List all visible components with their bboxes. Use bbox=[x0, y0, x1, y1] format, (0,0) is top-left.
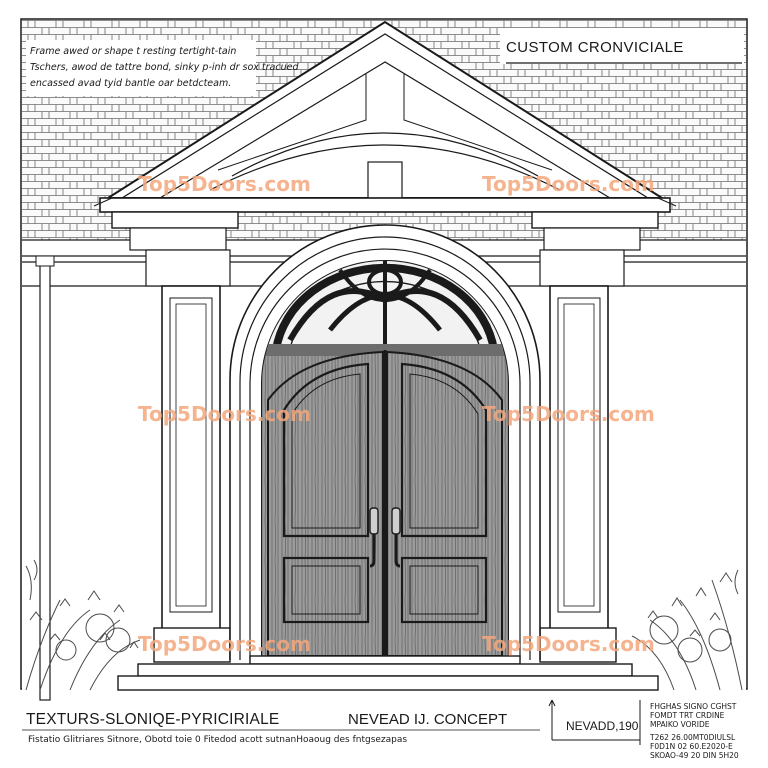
left-upper-panel bbox=[282, 362, 370, 538]
door-handles bbox=[369, 507, 401, 568]
watermark: Top5Doors.com bbox=[138, 402, 311, 426]
watermark: Top5Doors.com bbox=[482, 632, 655, 656]
watermark: Top5Doors.com bbox=[482, 402, 655, 426]
notes-panel bbox=[26, 40, 256, 96]
header-panel bbox=[500, 28, 744, 64]
spec-line: FHGHAS SIGNO CGHST bbox=[650, 702, 737, 711]
note-line-3: encassed avad tyid bantle oar betdcteam. bbox=[30, 78, 232, 89]
threshold-steps bbox=[117, 655, 659, 691]
left-shrubs bbox=[25, 559, 141, 691]
right-column bbox=[531, 211, 659, 663]
spec-line: T262 26.00MT0DIULSL bbox=[650, 733, 736, 742]
note-line-1: Frame awed or shape t resting tertight-t… bbox=[30, 46, 237, 57]
spec-line: MPAIKO VORIDE bbox=[650, 720, 710, 729]
watermark: Top5Doors.com bbox=[482, 172, 655, 196]
right-shrubs bbox=[631, 569, 743, 691]
caption-main: TEXTURS-SLONIQE-PYRICIRIALE bbox=[26, 711, 280, 728]
downspout bbox=[35, 255, 55, 701]
right-lower-panel bbox=[400, 556, 488, 624]
spec-line: SKOAO-49 20 DIN 5H20 bbox=[650, 751, 739, 760]
spec-line: F0D1N 02 60.E2020-E bbox=[650, 742, 733, 751]
caption-concept: NEVEAD IJ. CONCEPT bbox=[348, 711, 508, 728]
left-lower-panel bbox=[282, 556, 370, 624]
left-column bbox=[111, 211, 239, 663]
note-line-2: Tschers, awod de tattre bond, sinky p-in… bbox=[30, 62, 299, 73]
spec-line: FOMDT TRT CRDINE bbox=[650, 711, 725, 720]
drawing-title: CUSTOM CRONVICIALE bbox=[506, 39, 684, 56]
spec-label: NEVADD,190 bbox=[566, 719, 639, 733]
right-upper-panel bbox=[400, 362, 488, 538]
caption-subtitle: Fistatio Glitriares Sitnore, Obotd toie … bbox=[28, 735, 408, 745]
watermark: Top5Doors.com bbox=[138, 632, 311, 656]
gable-pediment bbox=[93, 20, 677, 213]
watermark: Top5Doors.com bbox=[138, 172, 311, 196]
callout-leader bbox=[548, 699, 641, 745]
